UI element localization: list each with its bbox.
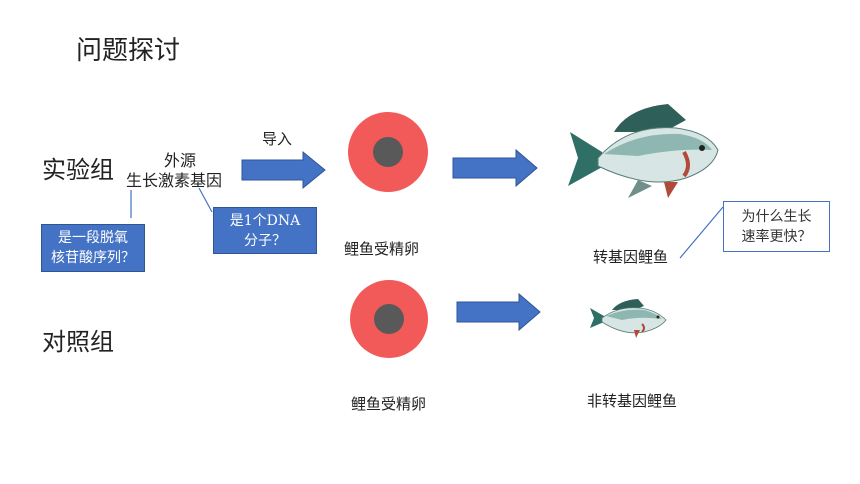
callout-one-dna: 是1个DNA 分子？ (213, 207, 317, 254)
import-arrow (241, 150, 326, 190)
gene-label-line2: 生长激素基因 (126, 171, 223, 190)
callout-dna-sequence: 是一段脱氧 核苷酸序列？ (41, 224, 145, 272)
experimental-group-label: 实验组 (42, 156, 114, 184)
exp-egg-label: 鲤鱼受精卵 (344, 240, 420, 258)
ctrl-egg-label: 鲤鱼受精卵 (351, 395, 427, 413)
ctrl-egg-icon (350, 280, 428, 358)
ctrl-develop-arrow (456, 292, 541, 332)
callout-why-faster: 为什么生长 速率更快？ (723, 201, 830, 252)
ctrl-fish-label: 非转基因鲤鱼 (587, 392, 678, 410)
page-title: 问题探讨 (76, 36, 181, 66)
transgenic-fish-icon (568, 104, 719, 198)
exp-fish-label: 转基因鲤鱼 (593, 248, 669, 266)
exp-egg-icon (348, 112, 428, 192)
control-group-label: 对照组 (42, 328, 114, 356)
import-label: 导入 (262, 130, 293, 148)
connector-line-dna (198, 187, 213, 213)
exp-develop-arrow (452, 148, 538, 188)
control-fish-icon (590, 299, 667, 338)
connector-line-growth (679, 206, 724, 259)
gene-label-line1: 外源 (164, 151, 197, 170)
